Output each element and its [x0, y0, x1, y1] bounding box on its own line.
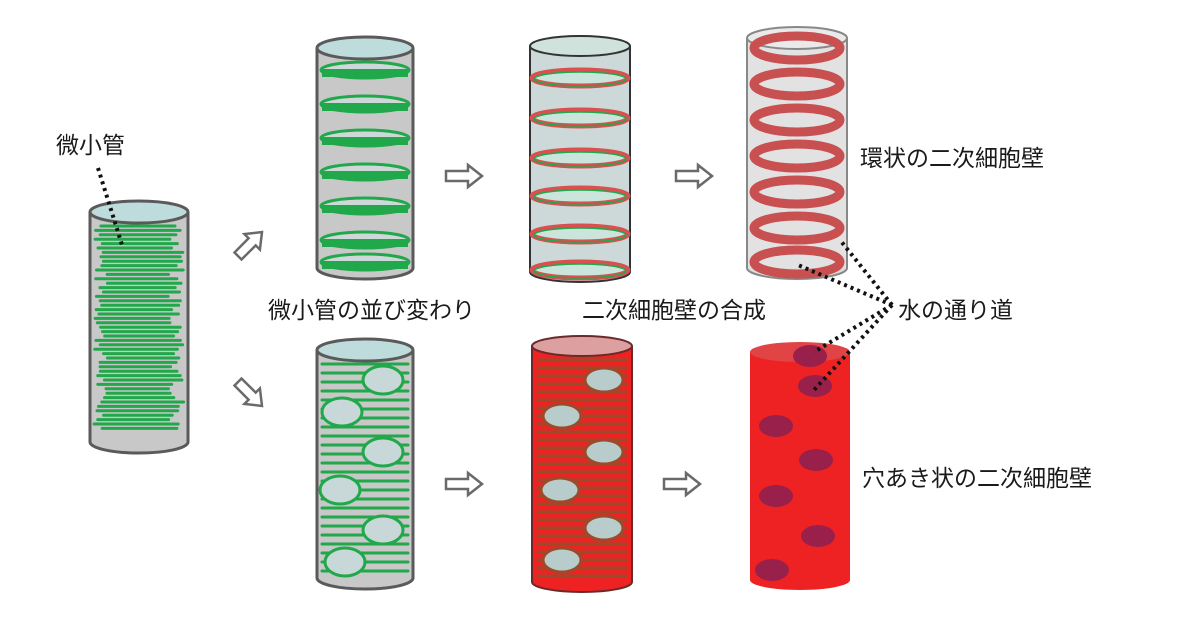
annular-ring	[749, 103, 845, 137]
annular-wall-tube	[746, 26, 848, 280]
annular-wall-label: 環状の二次細胞壁	[860, 146, 1044, 172]
pit	[801, 525, 835, 547]
annular-ring	[749, 31, 845, 65]
arrow	[232, 230, 264, 262]
rearranged-gap-tube	[315, 337, 415, 591]
wall-hole	[583, 438, 625, 466]
water-path-label: 水の通り道	[898, 298, 1013, 324]
annular-ring	[749, 67, 845, 101]
rearranged-ring-tube	[315, 35, 415, 281]
microtubule-lines-with-gaps	[318, 362, 410, 578]
annular-ring	[749, 139, 845, 173]
pitted-synthesis-tube	[531, 335, 633, 593]
initial-cell-tube	[88, 199, 190, 455]
annular-ring	[749, 211, 845, 245]
microtubule-ring	[533, 227, 627, 243]
arrow	[444, 470, 485, 498]
microtubule-label: 微小管	[56, 133, 125, 159]
pit	[798, 375, 832, 397]
water-leader-3	[812, 303, 894, 354]
microtubule-ring	[533, 111, 627, 127]
gap-oval	[361, 436, 405, 468]
wall-hole	[583, 514, 625, 542]
synthesis-rings	[529, 67, 631, 281]
annular-wall-rings	[749, 31, 845, 279]
wall-synthesis-label: 二次細胞壁の合成	[582, 298, 766, 324]
annular-ring	[749, 245, 845, 279]
gap-oval	[361, 364, 405, 396]
pits	[755, 345, 835, 581]
tube-top-opening	[88, 199, 190, 225]
pit	[793, 345, 827, 367]
pit	[755, 559, 789, 581]
annular-ring	[749, 175, 845, 209]
water-leader-1	[838, 238, 894, 307]
gap-oval	[323, 546, 367, 578]
microtubule-ring	[533, 151, 627, 167]
pit	[759, 485, 793, 507]
wall-hole	[541, 402, 583, 430]
pitted-wall-tube	[750, 342, 850, 590]
wall-synthesis-ring-tube	[529, 35, 631, 283]
water-leader-2	[797, 263, 893, 307]
rearrangement-label: 微小管の並び変わり	[268, 298, 475, 324]
microtubule-ring	[533, 71, 627, 87]
pit	[759, 415, 793, 437]
gap-oval	[320, 396, 364, 428]
microtubule-ring	[533, 263, 627, 279]
water-leader-4	[812, 303, 894, 392]
arrows	[232, 162, 715, 498]
arrow	[662, 470, 703, 498]
microtubule-ring	[533, 189, 627, 205]
wall-hole	[541, 546, 583, 574]
arrow	[674, 162, 715, 190]
gap-oval	[318, 474, 362, 506]
wall-strips	[536, 358, 628, 578]
pit	[799, 449, 833, 471]
gap-oval	[361, 514, 405, 546]
arrow	[232, 376, 264, 408]
pitted-wall-label: 穴あき状の二次細胞壁	[862, 466, 1092, 492]
wall-hole	[583, 366, 625, 394]
wall-hole	[539, 476, 581, 504]
leader-lines	[96, 167, 894, 392]
arrow	[444, 162, 485, 190]
microtubule-rings	[319, 60, 411, 272]
microtubule-lines	[92, 224, 186, 430]
